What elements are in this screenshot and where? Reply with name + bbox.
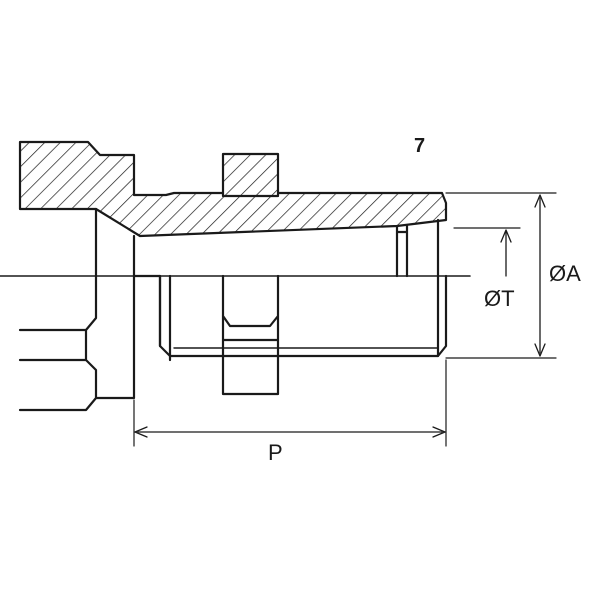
hatched-body-section — [18, 140, 448, 238]
arrow-p-left — [134, 426, 148, 438]
flange-outline — [18, 274, 136, 412]
stem-lower-outline — [158, 274, 448, 358]
lock-nut-lower — [221, 274, 280, 396]
dimension-label-a: ØA — [549, 261, 581, 286]
dimension-label-p: P — [268, 440, 283, 465]
arrow-p-right — [432, 426, 446, 438]
arrow-t — [500, 229, 512, 243]
inner-step — [395, 224, 409, 278]
dimension-label-t: ØT — [484, 286, 515, 311]
figure-number: 7 — [414, 135, 425, 157]
hatched-lock-nut — [221, 152, 280, 198]
arrow-a-bottom — [534, 343, 546, 357]
arrow-a-top — [534, 194, 546, 208]
hex-step — [132, 274, 172, 362]
